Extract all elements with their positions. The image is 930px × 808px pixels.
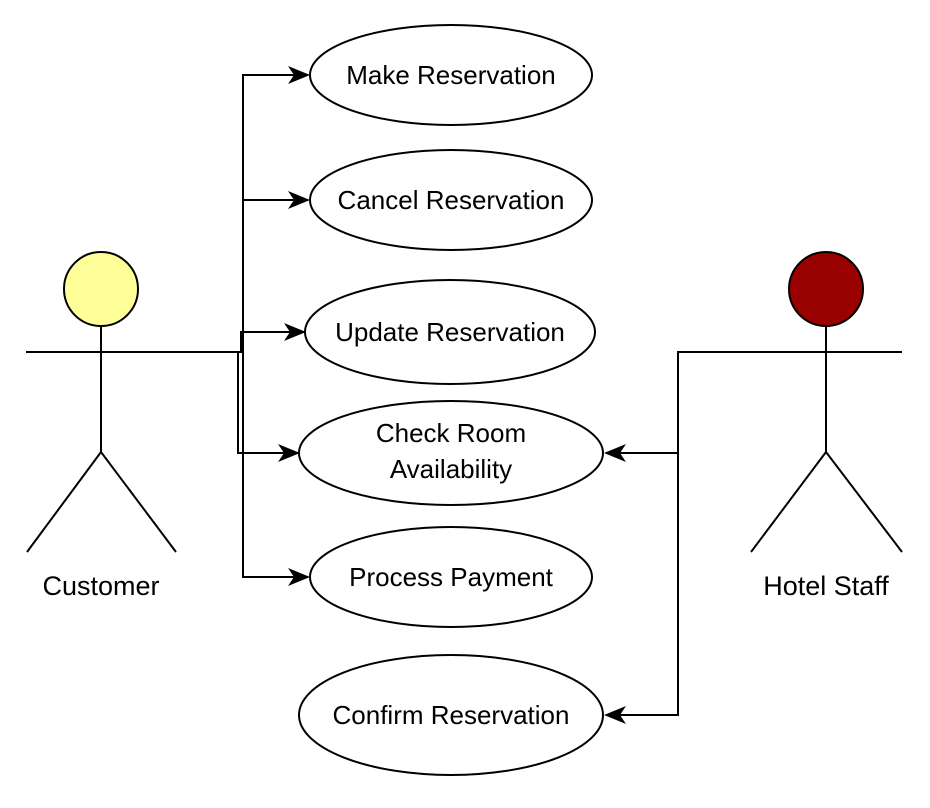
actor-left-leg — [26, 451, 102, 553]
actor-label: Customer — [42, 571, 159, 601]
actor-hotel-staff[interactable]: Hotel Staff — [678, 251, 903, 601]
use-case-ellipse — [298, 654, 604, 776]
use-case-ellipse — [309, 24, 593, 126]
actor-customer[interactable]: Customer — [26, 251, 243, 601]
use-case-confirm-reservation[interactable]: Confirm Reservation — [298, 654, 604, 776]
use-case-label: Process Payment — [349, 562, 554, 592]
actor-head-icon — [63, 251, 139, 327]
actor-label: Hotel Staff — [763, 571, 889, 601]
edge-customer-check-availability — [237, 352, 300, 462]
use-case-label: Cancel Reservation — [338, 185, 565, 215]
customer-connectors — [100, 66, 310, 586]
use-case-label: Update Reservation — [335, 317, 565, 347]
actor-left-leg — [750, 451, 827, 553]
use-case-ellipse — [298, 400, 604, 506]
actor-right-leg — [100, 451, 177, 553]
use-case-process-payment[interactable]: Process Payment — [309, 526, 593, 628]
use-case-label: Confirm Reservation — [333, 700, 570, 730]
use-case-make-reservation[interactable]: Make Reservation — [309, 24, 593, 126]
edge-staff-confirm-reservation — [604, 453, 679, 724]
edge-customer-update-reservation — [240, 323, 306, 352]
edge-staff-check-availability — [604, 351, 826, 462]
staff-connectors — [604, 351, 826, 724]
use-case-label-line-1: Check Room — [376, 418, 526, 448]
use-case-check-room-availability[interactable]: Check Room Availability — [298, 400, 604, 506]
use-case-label-line-2: Availability — [390, 454, 512, 484]
edge-customer-process-payment — [242, 352, 310, 586]
use-case-ellipse — [309, 149, 593, 251]
actor-right-leg — [825, 451, 903, 553]
use-case-cancel-reservation[interactable]: Cancel Reservation — [309, 149, 593, 251]
use-case-ellipse — [309, 526, 593, 628]
use-case-update-reservation[interactable]: Update Reservation — [304, 279, 596, 385]
actor-head-icon — [788, 251, 864, 327]
use-case-ellipse — [304, 279, 596, 385]
use-case-label: Make Reservation — [346, 60, 556, 90]
